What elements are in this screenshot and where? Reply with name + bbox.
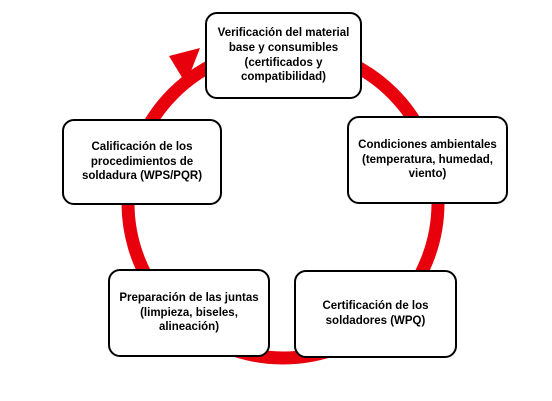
- step-label-procedure-qualification: Calificación de los procedimientos de so…: [81, 140, 203, 183]
- step-box-procedure-qualification: Calificación de los procedimientos de so…: [62, 119, 222, 205]
- step-box-material-verification: Verificación del material base y consumi…: [205, 12, 362, 99]
- step-box-joint-preparation: Preparación de las juntas (limpieza, bis…: [108, 269, 270, 357]
- step-label-joint-preparation: Preparación de las juntas (limpieza, bis…: [119, 291, 259, 334]
- step-label-material-verification: Verificación del material base y consumi…: [217, 26, 350, 84]
- step-label-welder-certification: Certificación de los soldadores (WPQ): [322, 300, 429, 327]
- step-label-environmental-conditions: Condiciones ambientales (temperatura, hu…: [358, 138, 497, 181]
- step-box-environmental-conditions: Condiciones ambientales (temperatura, hu…: [347, 116, 508, 204]
- step-box-welder-certification: Certificación de los soldadores (WPQ): [294, 270, 457, 358]
- cycle-arrowhead: [169, 48, 200, 84]
